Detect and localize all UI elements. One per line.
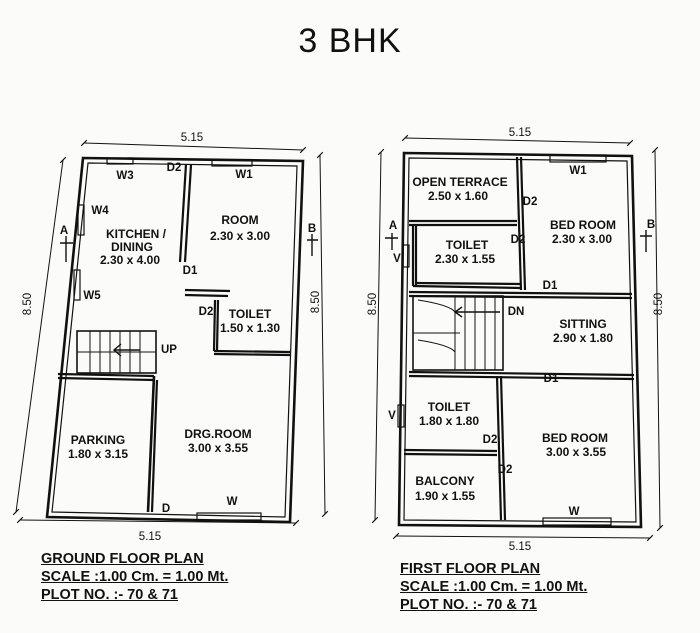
ground-outer-wall	[45, 156, 305, 524]
ground-drg-size: 3.00 x 3.55	[188, 441, 248, 455]
ground-dim-line-left	[12, 156, 67, 516]
ground-dim-right: 8.50	[310, 291, 322, 313]
first-section-a: A	[389, 220, 397, 232]
first-toilet1-size: 2.30 x 1.55	[435, 252, 495, 266]
first-toilet2-size: 1.80 x 1.80	[419, 414, 479, 428]
ground-label-d: D	[162, 503, 170, 515]
first-dim-line-right	[651, 146, 664, 532]
first-label-v1: V	[393, 253, 401, 265]
first-toilet2-label: TOILET	[428, 400, 471, 414]
first-balcony-label: BALCONY	[415, 474, 474, 488]
first-bed1-size: 2.30 x 3.00	[552, 232, 612, 246]
ground-dim-top: 5.15	[181, 132, 203, 144]
first-floor-plan	[371, 134, 664, 542]
ground-room-label: ROOM	[221, 213, 258, 227]
ground-dim-line-right	[316, 151, 329, 518]
first-label-d2-terrace: D2	[523, 196, 538, 208]
ground-dim-bottom: 5.15	[139, 531, 161, 543]
first-floor-plot: PLOT NO. :- 70 & 71	[400, 597, 537, 613]
first-sitting-size: 2.90 x 1.80	[553, 331, 613, 345]
page-title: 3 BHK	[298, 22, 402, 60]
first-label-w1: W1	[569, 165, 587, 177]
first-window-w	[542, 517, 612, 526]
first-floor-name: FIRST FLOOR PLAN	[400, 561, 541, 577]
first-balcony-size: 1.90 x 1.55	[415, 489, 475, 503]
ground-window-w	[196, 512, 262, 521]
ground-room-size: 2.30 x 3.00	[210, 229, 270, 243]
first-vent-v1	[402, 244, 410, 268]
ground-label-w3: W3	[116, 170, 133, 182]
first-section-b-marker	[640, 230, 652, 252]
ground-dim-line-top	[80, 139, 307, 154]
ground-toilet-label: TOILET	[229, 307, 272, 321]
ground-floor-name: GROUND FLOOR PLAN	[41, 551, 204, 567]
first-label-d1-top: D1	[543, 280, 558, 292]
ground-kitchen-label-2: DINING	[111, 240, 153, 254]
ground-section-b-marker	[307, 234, 318, 256]
first-label-d1-bottom: D1	[544, 373, 559, 385]
first-section-b: B	[647, 219, 655, 231]
ground-window-w5	[73, 269, 81, 301]
ground-window-w1	[211, 159, 253, 167]
ground-section-a: A	[60, 225, 68, 237]
ground-kitchen-label-1: KITCHEN /	[106, 227, 167, 241]
first-dim-right: 8.50	[653, 293, 665, 315]
first-floor-caption: FIRST FLOOR PLAN SCALE :1.00 Cm. = 1.00 …	[400, 560, 587, 614]
first-dim-line-top	[401, 134, 634, 147]
first-dim-line-left	[371, 148, 385, 524]
first-toilet1-label: TOILET	[446, 238, 489, 252]
first-stair-dn-label: DN	[508, 306, 525, 318]
ground-label-d1: D1	[183, 265, 198, 277]
ground-label-d2-toilet: D2	[199, 306, 214, 318]
ground-section-b: B	[308, 223, 316, 235]
first-floor-scale: SCALE :1.00 Cm. = 1.00 Mt.	[400, 579, 588, 595]
ground-dim-line-bottom	[16, 516, 300, 527]
ground-stair-up-label: UP	[161, 344, 177, 356]
first-label-v2: V	[388, 410, 396, 422]
first-label-w: W	[569, 506, 580, 518]
ground-window-w4	[77, 204, 85, 236]
first-terrace-label: OPEN TERRACE	[412, 175, 507, 189]
ground-floor-plot: PLOT NO. :- 70 & 71	[41, 587, 178, 603]
first-bed2-label: BED ROOM	[542, 431, 608, 445]
first-dim-line-bottom	[392, 532, 654, 542]
first-bed2-size: 3.00 x 3.55	[546, 445, 606, 459]
first-section-a-marker	[385, 233, 398, 250]
ground-label-w5: W5	[83, 290, 101, 302]
ground-section-a-marker	[60, 236, 73, 262]
first-terrace-size: 2.50 x 1.60	[428, 189, 488, 203]
first-dim-bottom: 5.15	[509, 541, 531, 553]
ground-label-w: W	[227, 496, 238, 508]
ground-parking-label: PARKING	[71, 433, 125, 447]
ground-label-w1: W1	[235, 169, 253, 181]
first-dim-top: 5.15	[509, 127, 531, 139]
ground-kitchen-size: 2.30 x 4.00	[100, 253, 160, 267]
first-sitting-label: SITTING	[559, 317, 606, 331]
first-label-d2-toilet1: D2	[511, 234, 526, 246]
ground-label-w4: W4	[91, 205, 109, 217]
ground-drg-label: DRG.ROOM	[184, 427, 251, 441]
ground-floor-caption: GROUND FLOOR PLAN SCALE :1.00 Cm. = 1.00…	[41, 550, 228, 604]
ground-toilet-size: 1.50 x 1.30	[220, 321, 280, 335]
first-window-w1	[549, 154, 607, 163]
ground-parking-size: 1.80 x 3.15	[68, 447, 128, 461]
ground-dim-left: 8.50	[22, 293, 34, 315]
first-bed1-label: BED ROOM	[550, 218, 616, 232]
first-vent-v2	[397, 404, 405, 428]
first-dim-left: 8.50	[367, 293, 379, 315]
ground-label-d2-top: D2	[167, 162, 182, 174]
ground-floor-scale: SCALE :1.00 Cm. = 1.00 Mt.	[41, 569, 229, 585]
first-label-d2-toilet2: D2	[483, 434, 498, 446]
ground-window-w3	[106, 157, 134, 165]
first-label-d2-balcony: D2	[498, 464, 513, 476]
ground-floor-plan	[12, 139, 329, 527]
